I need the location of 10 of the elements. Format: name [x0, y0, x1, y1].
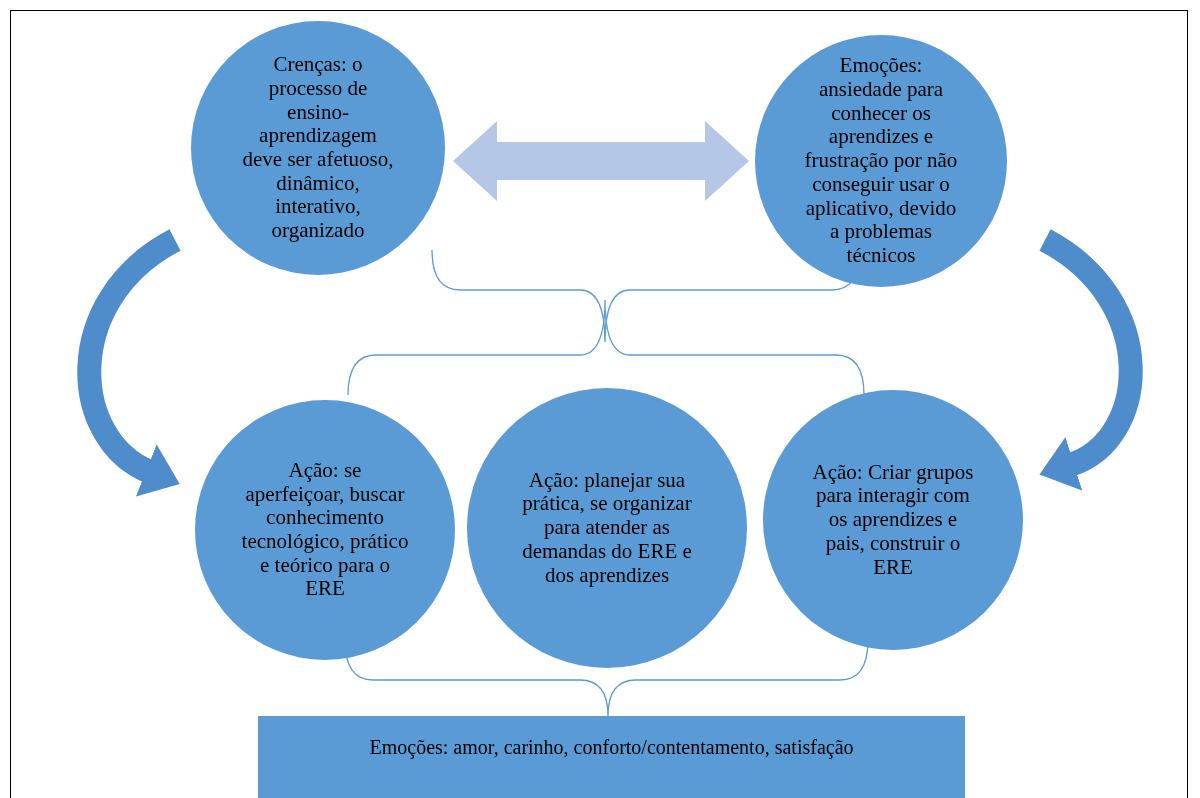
- node-text: Emoções: ansiedade para conhecer os aprendizes e frustração por não conseguir usar o aplicativo, devido a problemas técnicos: [803, 54, 959, 268]
- curved-arrow: [77, 229, 182, 495]
- double-arrow: [453, 121, 749, 201]
- node-text: Crenças: o processo de ensino-aprendizagem deve ser afetuoso, dinâmico, interativo, organizado: [241, 53, 395, 243]
- curved-arrow: [1038, 229, 1143, 489]
- node-text: Emoções: amor, carinho, conforto/contentamento, satisfação: [369, 736, 854, 759]
- process-box: [258, 716, 965, 798]
- node-text: Ação: se aperfeiçoar, buscar conhecimento tecnológico, prático e teórico para o ERE: [241, 458, 409, 602]
- node-text: Ação: planejar sua prática, se organizar para atender as demandas do ERE e dos aprendizes: [521, 468, 693, 588]
- node-text: Ação: Criar grupos para interagir com os aprendizes e pais, construir o ERE: [811, 460, 975, 580]
